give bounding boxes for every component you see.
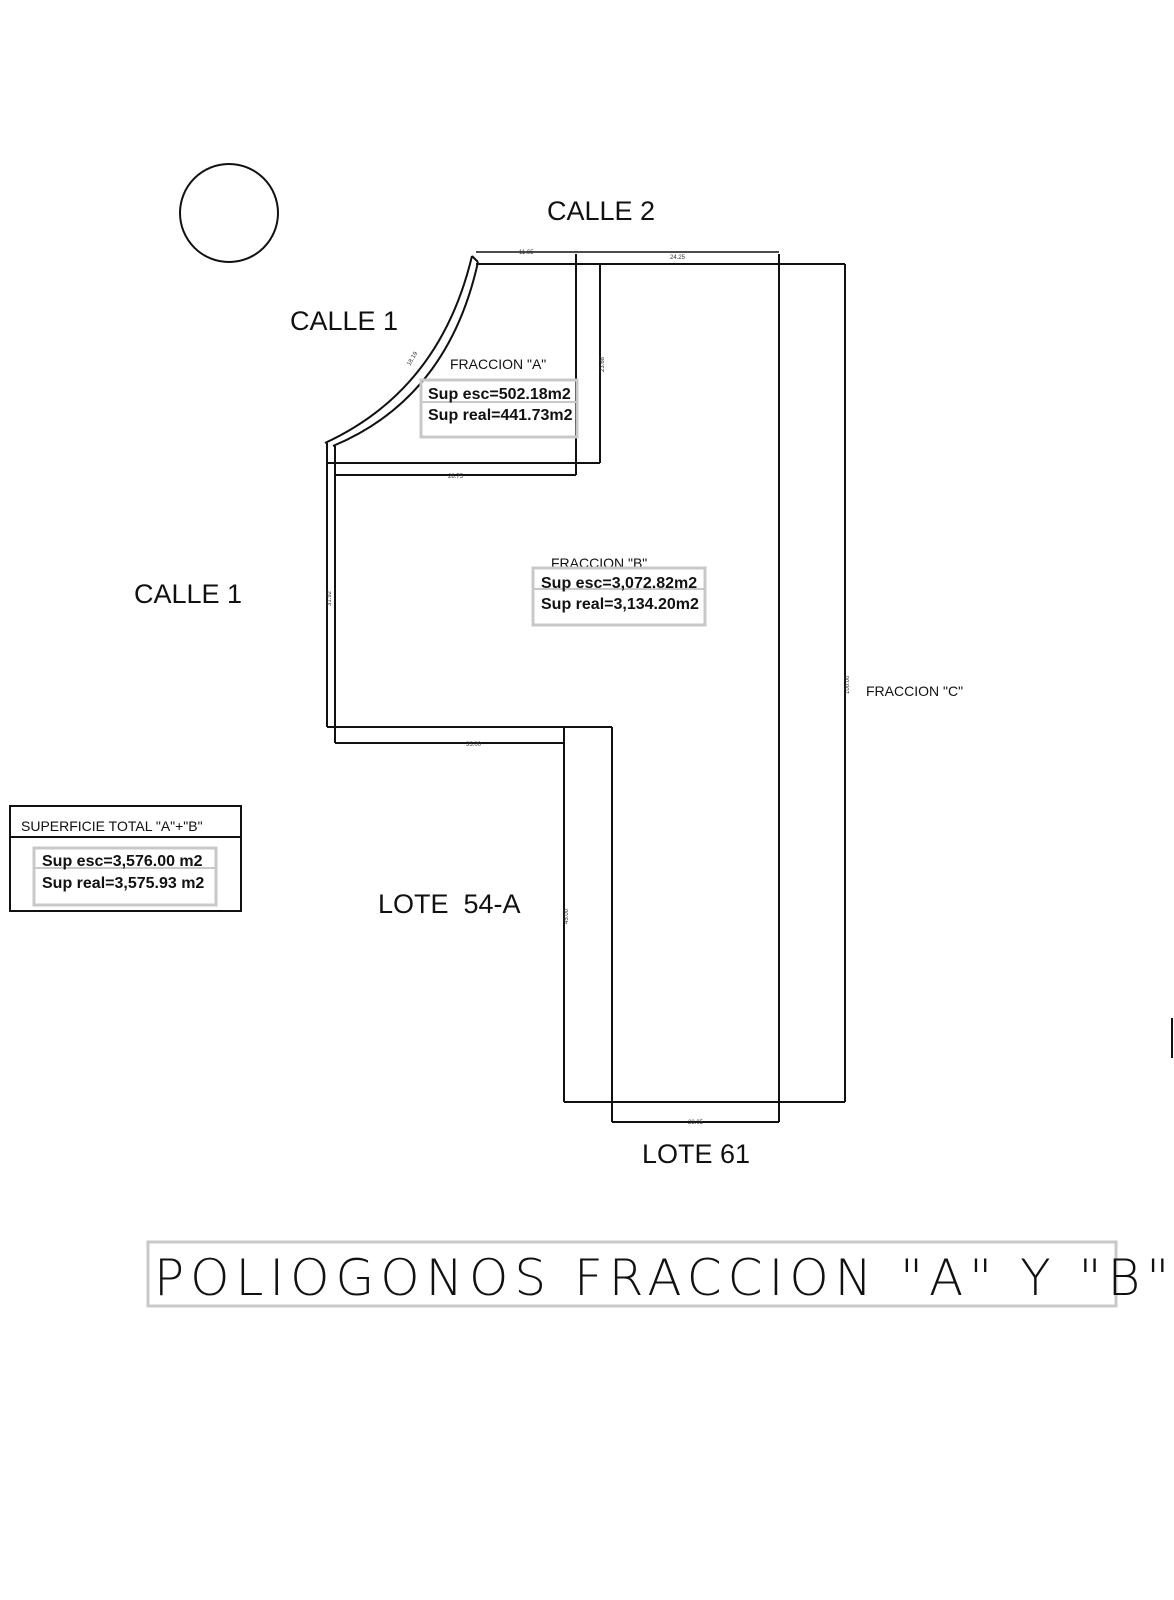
total-sup-esc: Sup esc=3,576.00 m2 — [42, 853, 203, 870]
total-area-box: SUPERFICIE TOTAL "A"+"B" Sup esc=3,576.0… — [9, 805, 242, 912]
fraccion-a-sup-real: Sup real=441.73m2 — [428, 407, 573, 424]
fraccion-a-sup-esc: Sup esc=502.18m2 — [428, 386, 571, 403]
dimension-top-a: 11.65 — [519, 250, 534, 256]
street-label-calle2: CALLE 2 — [547, 196, 655, 226]
dimension-bottom: 28.05 — [688, 1120, 704, 1126]
street-label-calle1-top: CALLE 1 — [290, 306, 398, 336]
fraccion-b-sup-real: Sup real=3,134.20m2 — [541, 596, 699, 613]
drawing-title: POLIOGONOS FRACCION "A" Y "B" — [154, 1249, 1174, 1307]
title-box — [146, 1240, 1118, 1308]
dimension-vert-a: 23.68 — [600, 356, 606, 372]
total-label: SUPERFICIE TOTAL "A"+"B" — [21, 818, 203, 834]
lot-label-54a: LOTE 54-A — [378, 889, 521, 919]
total-sup-real: Sup real=3,575.93 m2 — [42, 875, 204, 892]
fraccion-b-area-box — [531, 566, 707, 627]
street-label-calle1-left: CALLE 1 — [134, 579, 242, 609]
fraccion-c-label: FRACCION "C" — [866, 683, 963, 699]
fraccion-a-label: FRACCION "A" — [450, 356, 546, 372]
dimension-step-b: 33.00 — [466, 742, 482, 748]
fraccion-a-area-box — [419, 378, 579, 439]
dimension-arc: 18.19 — [407, 350, 420, 367]
parcel-outlines — [324, 251, 846, 1123]
lot-label-61: LOTE 61 — [642, 1139, 750, 1169]
dimension-mid-a: 28.75 — [448, 474, 464, 480]
north-circle-icon — [179, 163, 279, 263]
dimension-lower-b: 45.00 — [564, 908, 570, 924]
dimension-right-c: 100.00 — [845, 675, 851, 694]
dimension-top-b: 24.25 — [670, 255, 686, 261]
fraccion-b-sup-esc: Sup esc=3,072.82m2 — [541, 575, 697, 592]
dimension-left-b: 31.92 — [327, 590, 333, 606]
